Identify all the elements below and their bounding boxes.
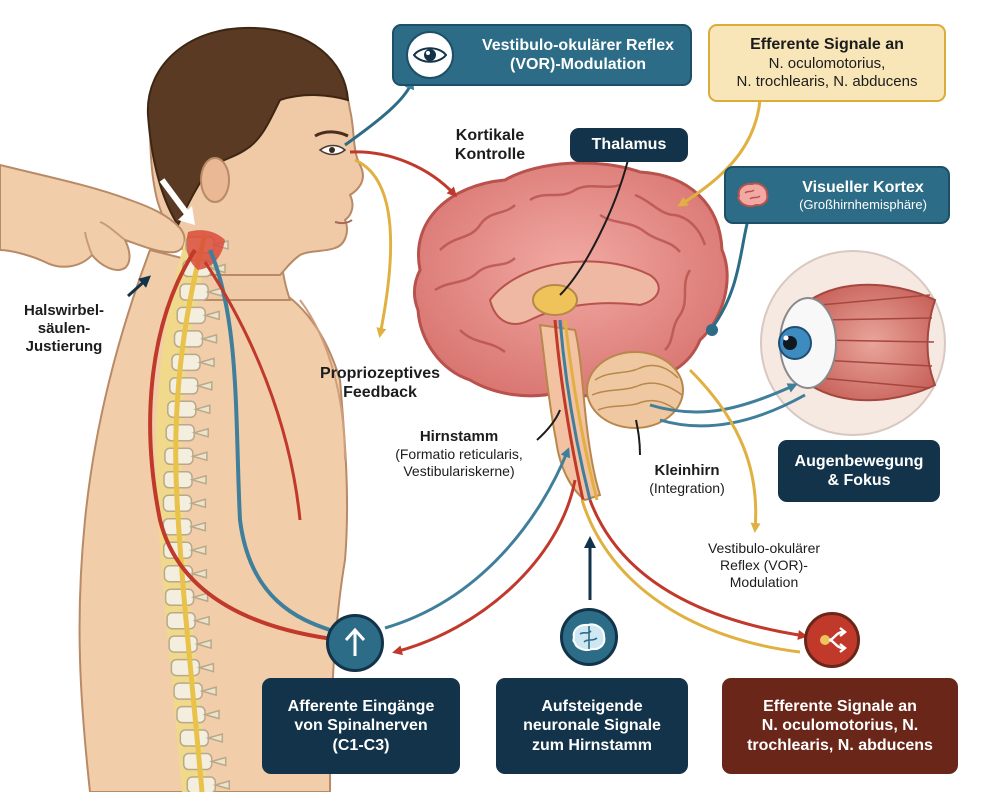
efferent-bottom-line1: Efferente Signale an [763,698,917,716]
adjusting-hand [0,163,186,271]
vor-mid-line3: Modulation [729,573,799,590]
vertebra-process [202,709,220,720]
ascending-signals-box: Aufsteigende neuronale Signale zum Hirns… [496,678,688,774]
arrow-up-icon [326,614,384,672]
efferent-top-line3: N. trochlearis, N. abducens [736,72,918,90]
eye-icon [406,31,454,79]
vertebra-process [188,521,207,532]
vertebra-process [194,639,212,650]
eye-move-line2: & Fokus [827,472,891,489]
ascending-line1: Aufsteigende [541,698,643,716]
vertebra-process [188,545,207,556]
brainstem-sub1: (Formatio reticularis, [395,446,523,462]
vertebra [169,377,199,395]
spine [155,230,231,792]
efferent-bottom-box: Efferente Signale an N. oculomotorius, N… [722,678,958,774]
vertebra-process [212,780,231,790]
vertebra-process [199,333,218,344]
brainstem-title: Hirnstamm [419,428,499,445]
brain-icon [560,608,618,666]
cervical-line1: Halswirbel- [23,302,105,319]
vertebra-process [191,427,209,438]
vertebra-process [192,615,210,626]
cerebellum-title: Kleinhirn [654,462,720,479]
proprio-line2: Feedback [343,384,417,402]
vertebra [166,611,196,630]
efferent-top-box: Efferente Signale an N. oculomotorius, N… [708,24,946,102]
vertebra [176,306,206,325]
afferent-line1: Afferente Eingänge [287,698,435,716]
thalamus-label: Thalamus [591,136,667,154]
vor-top-box: Vestibulo-okulärer Reflex (VOR)-Modulati… [392,24,692,86]
human-figure [0,26,364,792]
afferent-line3: (C1-C3) [332,736,390,754]
eye-move-line1: Augenbewegung [794,452,924,470]
cerebellum-sub: (Integration) [649,480,725,496]
cervical-line2: säulen- [37,320,91,337]
vertebra-process [189,474,207,485]
cortical-line2: Kontrolle [454,146,526,164]
vertebra-process [205,733,224,743]
vertebra-process [190,592,209,603]
vertebra [168,635,198,653]
efferent-top-line2: N. oculomotorius, [768,54,886,72]
visual-cortex-title: Visueller Kortex [802,178,924,196]
efferent-bottom-line3: trochlearis, N. abducens [747,736,933,754]
efferent-top-title: Efferente Signale an [750,36,904,54]
vor-mid-label: Vestibulo-okulärer Reflex (VOR)- Modulat… [674,540,854,590]
vor-top-line2: (VOR)-Modulation [510,56,646,73]
vertebra-process [188,498,207,509]
vor-mid-line2: Reflex (VOR)- [720,556,808,573]
vertebra-process [197,357,215,368]
cervical-line3: Justierung [25,338,103,355]
vertebra-process [195,380,213,391]
thalamus-box: Thalamus [570,128,688,162]
afferent-line2: von Spinalnerven [294,717,428,735]
vertebra [165,424,195,442]
vertebra [176,705,206,724]
cortical-line1: Kortikale [455,127,525,144]
efferent-bottom-line2: N. oculomotorius, N. [761,717,919,735]
vertebra [171,353,201,372]
visual-cortex-box: Visueller Kortex (Großhirnhemisphäre) [724,166,950,224]
vor-top-line1: Vestibulo-okulärer Reflex [481,36,675,54]
brain-icon [736,181,770,209]
vertebra [164,588,195,606]
vertebra [173,682,203,700]
vertebra-process [189,568,208,579]
vertebra-process [208,756,227,767]
cortical-control-label: Kortikale Kontrolle [430,126,550,164]
ascending-line2: neuronale Signale [523,717,661,735]
eye-illustration [760,250,946,436]
vertebra-process [199,686,217,697]
signal-arrows [126,79,808,656]
cerebellum [586,351,684,429]
vertebra [167,400,197,419]
ascending-line3: zum Hirnstamm [531,736,653,754]
cervical-adjustment-label: Halswirbel- säulen- Justierung [6,302,122,356]
vertebra-process [202,310,220,321]
vertebra-process [196,662,215,673]
proprio-line1: Propriozeptives [319,365,441,382]
vertebra-process [190,451,208,462]
branching-arrows-icon [804,612,860,668]
vor-mid-line1: Vestibulo-okulärer [707,540,821,556]
brainstem-label: Hirnstamm (Formatio reticularis, Vestibu… [364,428,554,480]
afferent-input-box: Afferente Eingänge von Spinalnerven (C1-… [262,678,460,774]
proprioceptive-feedback-label: Propriozeptives Feedback [300,364,460,402]
brain-illustration [412,161,729,502]
vertebra-process [193,404,211,415]
vertebra [173,330,204,348]
visual-cortex-sub: (Großhirnhemisphäre) [799,196,927,212]
brainstem-sub2: Vestibulariskerne) [403,462,515,479]
vertebra [164,447,194,466]
vertebra [170,658,201,677]
cerebellum-label: Kleinhirn (Integration) [622,462,752,497]
eye-movement-box: Augenbewegung & Fokus [778,440,940,502]
